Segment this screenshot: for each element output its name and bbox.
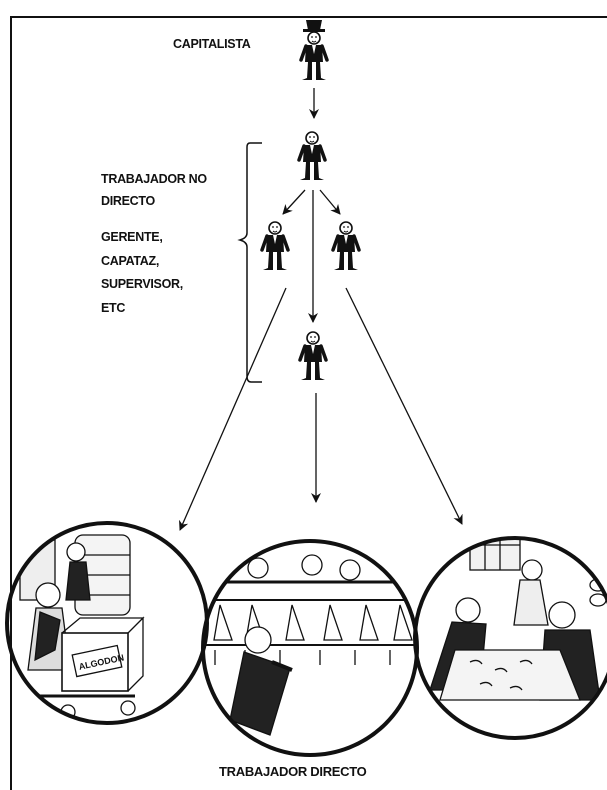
supervisor-figure-icon	[331, 220, 361, 272]
manager-figure-icon	[297, 130, 327, 182]
capitalist-label: CAPITALISTA	[173, 37, 251, 51]
role-label-manager: GERENTE,	[101, 230, 163, 244]
role-label-supervisor: SUPERVISOR,	[101, 277, 183, 291]
capitalist-figure-icon	[299, 20, 329, 82]
grouping-brace	[237, 142, 262, 383]
foreman-figure-icon	[260, 220, 290, 272]
hierarchy-arrows	[179, 88, 463, 531]
indirect-worker-label-line2: DIRECTO	[101, 194, 155, 208]
inspection-scene-icon	[413, 536, 607, 740]
role-label-etc: ETC	[101, 301, 126, 315]
role-label-foreman: CAPATAZ,	[101, 254, 160, 268]
worker-figure-icon	[298, 330, 328, 382]
page-border	[10, 16, 607, 790]
cotton-handling-scene-icon: ALGODON	[5, 521, 209, 725]
indirect-worker-label-line1: TRABAJADOR NO	[101, 172, 207, 186]
direct-worker-label: TRABAJADOR DIRECTO	[219, 764, 367, 779]
spinning-scene-icon	[201, 539, 419, 757]
